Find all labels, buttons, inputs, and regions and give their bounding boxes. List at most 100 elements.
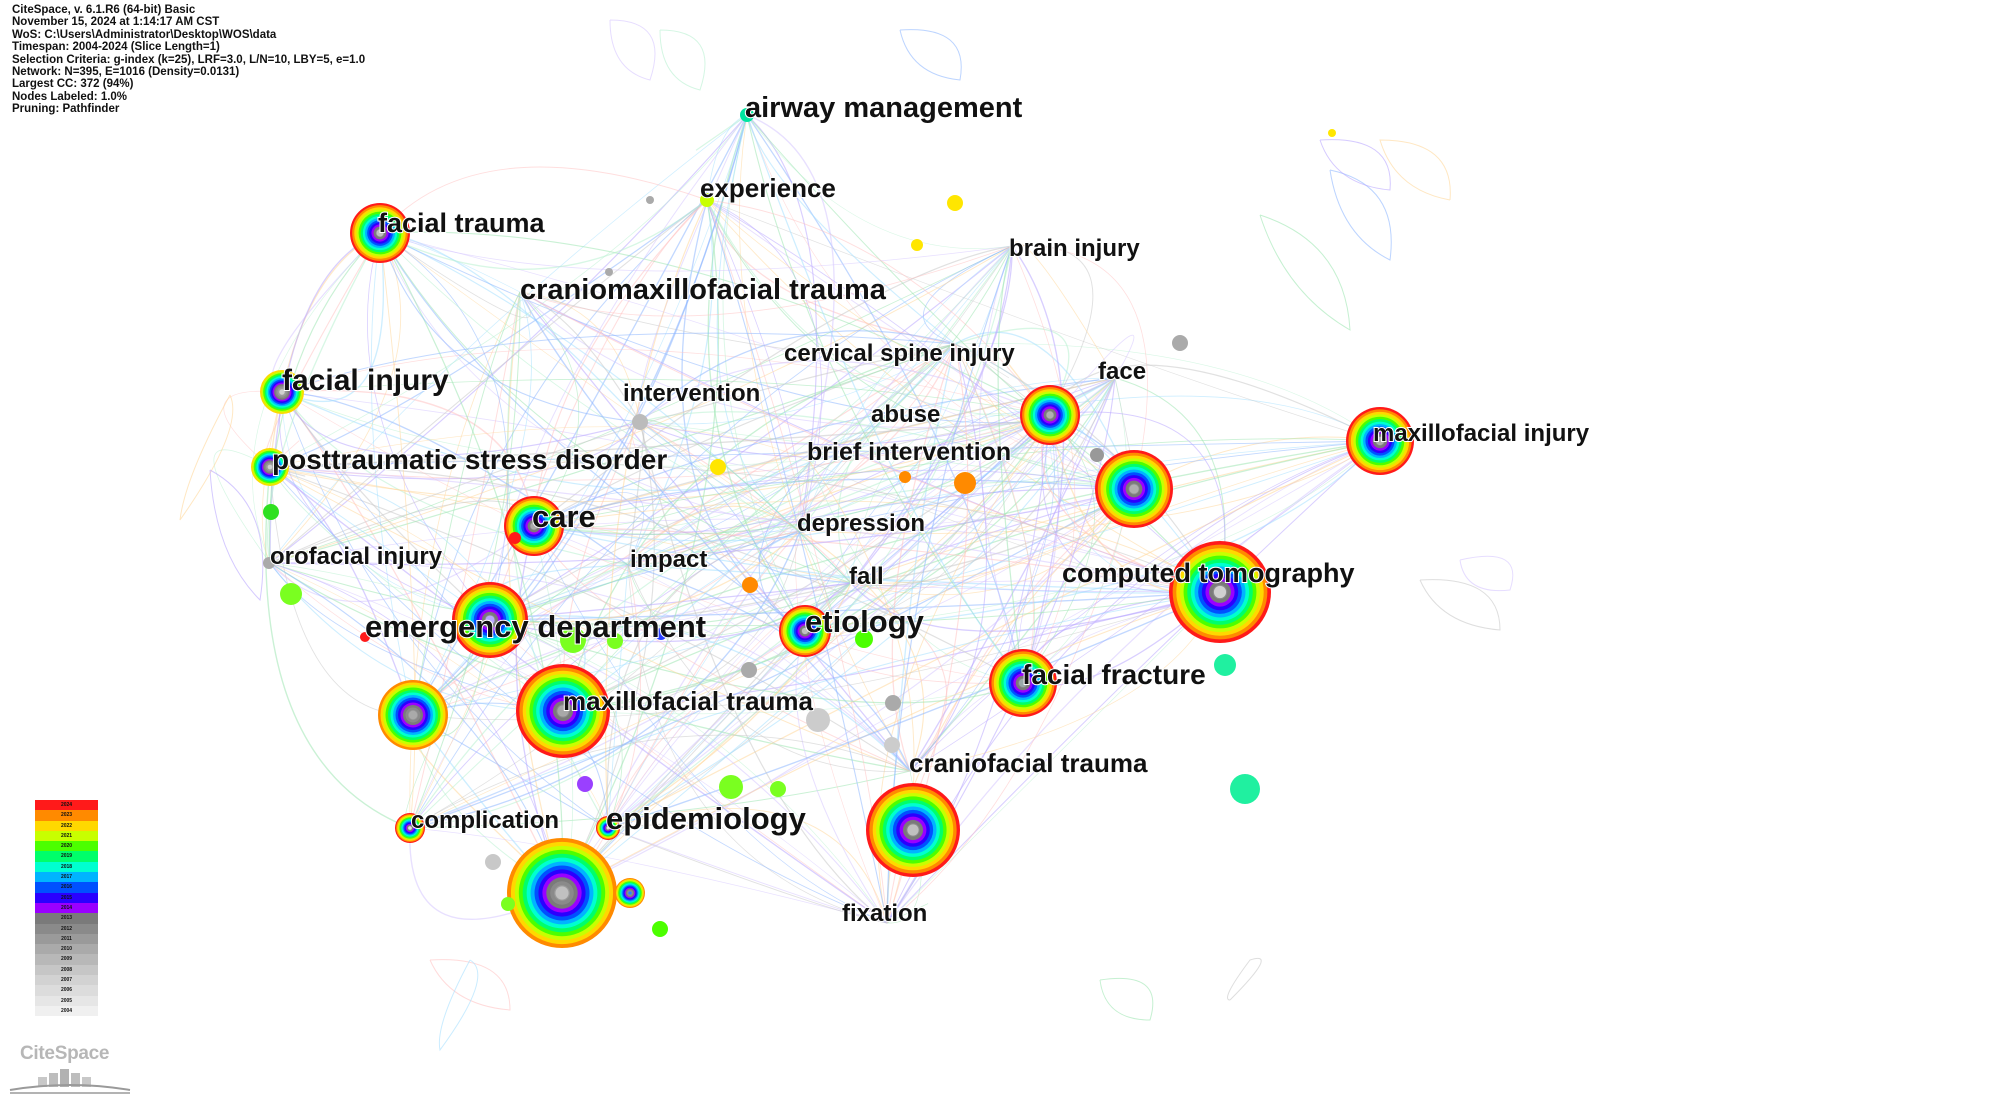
edge <box>1259 214 1351 331</box>
keyword-experience: experience <box>700 173 836 203</box>
edge <box>706 199 1051 421</box>
edge <box>562 440 1381 712</box>
node-maxillofacial-trauma <box>516 664 610 758</box>
edge <box>1011 244 1094 416</box>
node-red-1 <box>360 632 370 642</box>
edge <box>627 199 714 566</box>
keyword-depression: depression <box>797 510 925 537</box>
edge <box>269 466 911 772</box>
edge <box>370 232 414 716</box>
edge <box>607 440 1381 829</box>
edge <box>706 199 1135 490</box>
legend-year-2022: 2022 <box>35 820 98 831</box>
edge <box>706 199 888 924</box>
edge <box>1049 334 1135 421</box>
edge <box>706 199 1381 442</box>
edge <box>409 564 629 829</box>
node-blue-1 <box>655 628 667 640</box>
edge <box>954 343 1010 379</box>
edge <box>979 245 1024 684</box>
keyword-fall: fall <box>849 563 884 590</box>
edge <box>533 525 888 924</box>
legend-year-2006: 2006 <box>35 985 98 996</box>
node-green-8 <box>607 633 623 649</box>
legend-year-2015: 2015 <box>35 892 98 903</box>
node-grey-9 <box>646 196 654 204</box>
node-mint-2 <box>1230 774 1260 804</box>
edge <box>213 449 271 564</box>
edge <box>489 343 956 621</box>
edge <box>533 438 1381 527</box>
node-experience <box>700 193 714 207</box>
node-yellow-2 <box>911 239 923 251</box>
keyword-impact: impact <box>630 546 707 573</box>
edge <box>1379 139 1451 201</box>
edge <box>609 19 656 81</box>
edge <box>269 114 748 468</box>
edge <box>627 343 956 566</box>
edge <box>607 245 1013 829</box>
edge <box>269 562 911 772</box>
keyword-intervention: intervention <box>623 380 760 407</box>
node-purple-1 <box>577 776 593 792</box>
node-unlabeled-right <box>1095 450 1173 528</box>
edge <box>269 440 1381 468</box>
edge <box>281 378 1049 416</box>
network-nodes <box>251 108 1414 948</box>
edge <box>696 114 748 151</box>
edge <box>489 591 1221 627</box>
edge <box>627 377 1116 566</box>
edge <box>639 421 888 924</box>
edge <box>281 391 563 894</box>
edge <box>379 232 641 423</box>
edge <box>1329 169 1392 261</box>
edge <box>886 903 928 924</box>
edge <box>409 245 1013 829</box>
node-etiology <box>779 605 831 657</box>
node-facial-fracture <box>989 649 1057 717</box>
edge <box>561 440 1381 894</box>
node-grey-11 <box>884 737 900 753</box>
edge <box>1319 139 1391 191</box>
edge <box>269 232 381 468</box>
edge <box>179 394 234 521</box>
edge <box>627 564 888 924</box>
edge <box>1011 245 1076 684</box>
node-computed-tomography <box>1169 541 1271 643</box>
node-grey-1 <box>1172 335 1188 351</box>
info-line-timespan: Timespan: 2004-2024 (Slice Length=1) <box>12 41 220 54</box>
edge <box>269 488 1135 566</box>
node-green-6 <box>652 921 668 937</box>
edge <box>412 591 1221 721</box>
edge <box>659 29 706 91</box>
edge <box>809 461 1024 684</box>
keyword-facial-injury: facial injury <box>282 364 449 397</box>
edge <box>269 561 911 772</box>
info-line-largest-cc: Largest CC: 372 (94%) <box>12 78 134 91</box>
edge <box>489 615 911 772</box>
keyword-brain-injury: brain injury <box>1009 235 1140 262</box>
edge <box>627 505 801 566</box>
edge <box>607 377 1116 829</box>
edge <box>269 414 1049 481</box>
node-facial-injury <box>260 370 304 414</box>
edge <box>507 291 609 829</box>
edge <box>706 199 802 532</box>
node-yellow-1 <box>947 195 963 211</box>
edge <box>1011 241 1116 379</box>
edge <box>269 245 1013 564</box>
legend-year-2013: 2013 <box>35 913 98 924</box>
edge <box>639 421 806 632</box>
edge <box>706 199 1135 490</box>
edge <box>909 343 987 772</box>
edge <box>379 232 1135 490</box>
legend-year-2017: 2017 <box>35 872 98 883</box>
edge <box>1003 357 1049 416</box>
edge <box>607 564 629 829</box>
node-green-3 <box>855 630 873 648</box>
keyword-brief-intervention: brief intervention <box>807 438 1011 466</box>
edge <box>533 525 911 772</box>
keyword-cervical-spine-injury: cervical spine injury <box>784 340 1015 367</box>
network-info-panel: CiteSpace, v. 6.1.R6 (64-bit) Basic Nove… <box>12 4 365 116</box>
